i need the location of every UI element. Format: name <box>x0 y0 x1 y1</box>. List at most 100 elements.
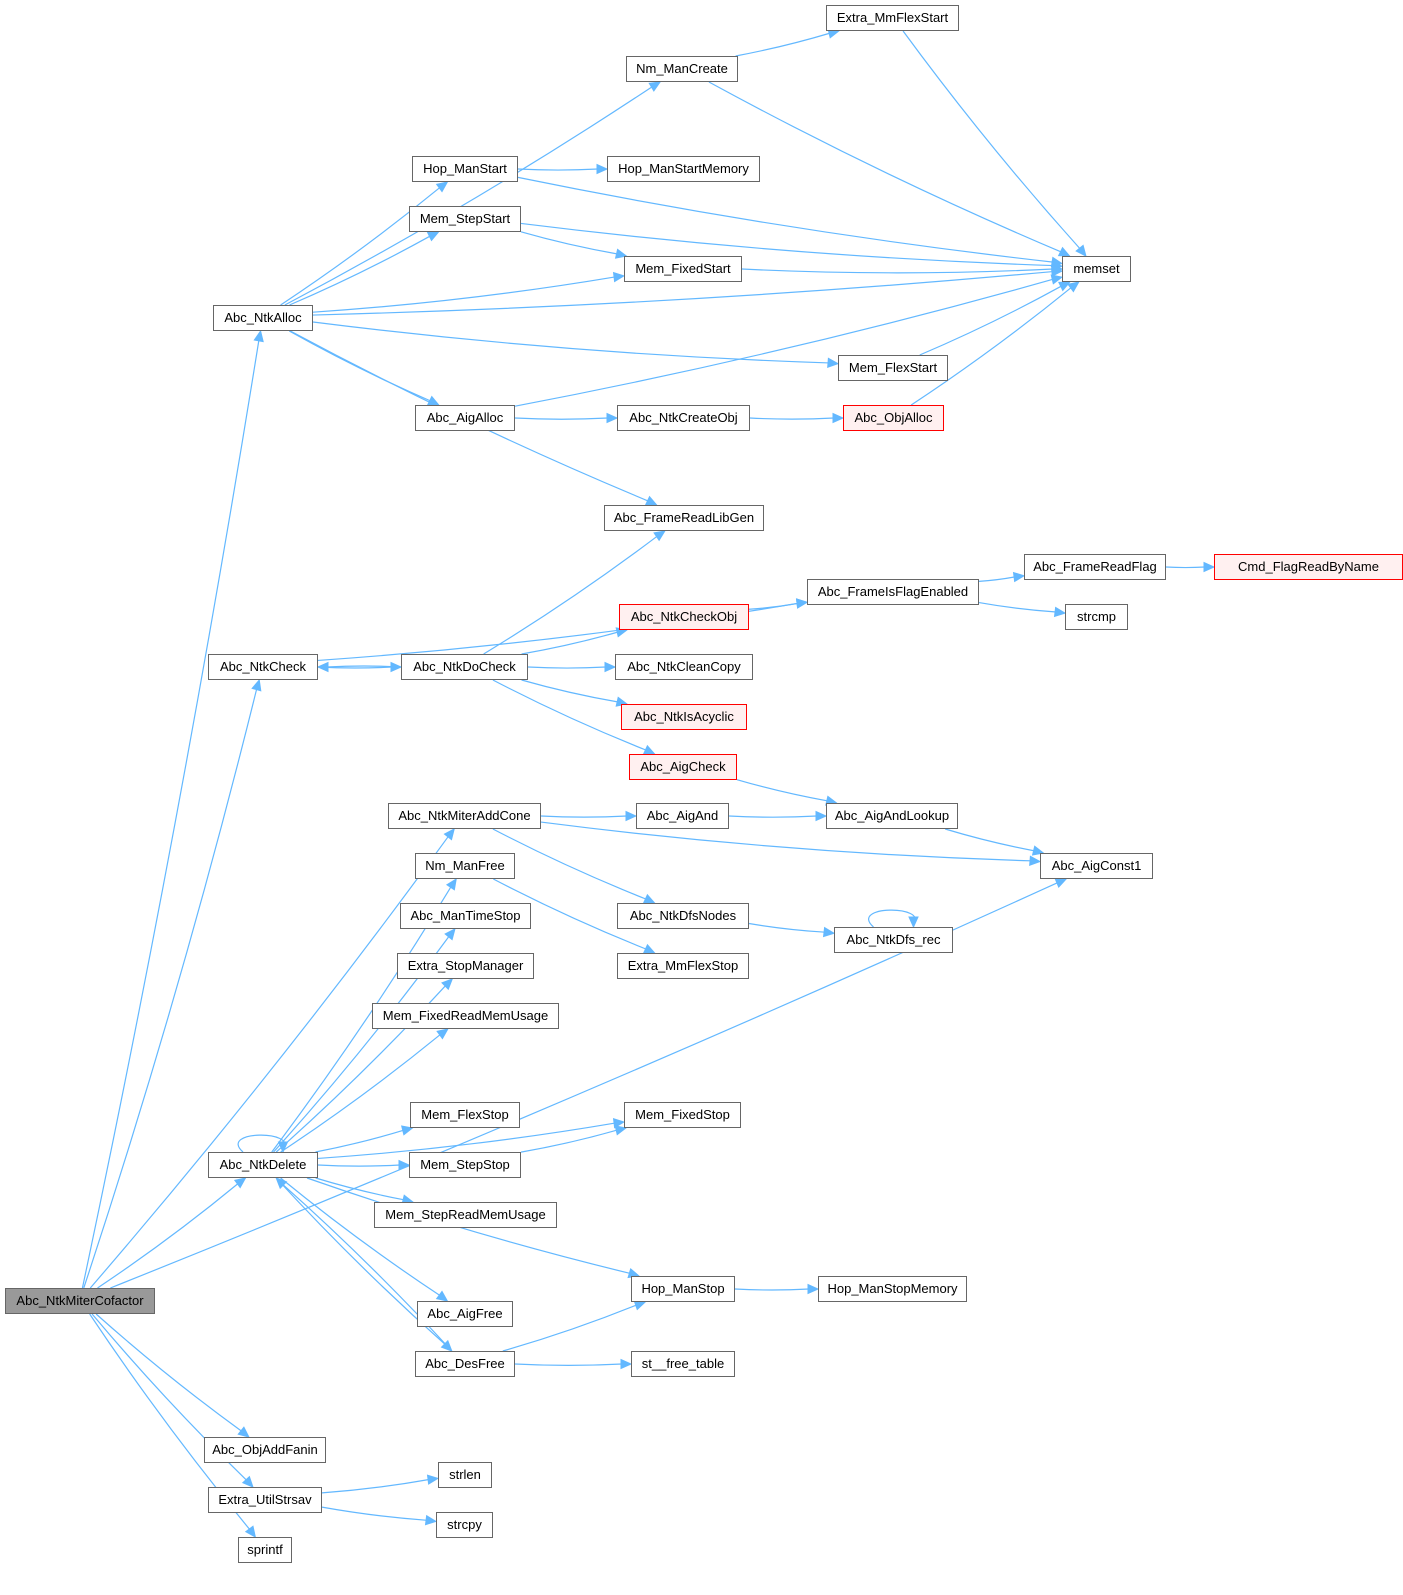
arrowhead-icon <box>1053 606 1067 618</box>
arrowhead-icon <box>435 1290 449 1302</box>
node-strcmp[interactable]: strcmp <box>1065 604 1128 630</box>
node-mem-stepstop[interactable]: Mem_StepStop <box>409 1152 521 1178</box>
edge-abc-aigcheck-to-abc-aigandlookup <box>736 779 828 802</box>
arrowhead-icon <box>612 271 626 283</box>
node-abc-framereadlibgen[interactable]: Abc_FrameReadLibGen <box>604 505 764 531</box>
arrowhead-icon <box>237 1426 250 1438</box>
edge-extra-utilstrsav-to-strcpy <box>321 1506 428 1521</box>
arrowhead-icon <box>1075 244 1087 257</box>
node-hop-manstartmemory[interactable]: Hop_ManStartMemory <box>607 156 760 182</box>
node-strlen[interactable]: strlen <box>438 1462 492 1488</box>
arrowhead-icon <box>424 1514 438 1526</box>
edge-abc-ntkdocheck-to-abc-framereadlibgen <box>483 535 658 655</box>
node-abc-framereadflag[interactable]: Abc_FrameReadFlag <box>1024 554 1166 580</box>
arrowhead-icon <box>642 943 656 954</box>
edge-abc-ntkalloc-to-abc-aigalloc <box>288 330 431 402</box>
node-abc-ntkmiteraddcone[interactable]: Abc_NtkMiterAddCone <box>388 803 541 829</box>
node-abc-aigfree[interactable]: Abc_AigFree <box>417 1301 513 1327</box>
node-extra-utilstrsav[interactable]: Extra_UtilStrsav <box>208 1487 322 1513</box>
edge-abc-desfree-to-st--free-table <box>514 1363 623 1366</box>
node-abc-ntkalloc[interactable]: Abc_NtkAlloc <box>213 305 313 331</box>
arrowhead-icon <box>648 81 662 92</box>
node-abc-ntkdelete[interactable]: Abc_NtkDelete <box>208 1152 318 1178</box>
arrowhead-icon <box>633 1300 647 1311</box>
edge-abc-frameisflagenabled-to-abc-framereadflag <box>978 576 1016 582</box>
edge-abc-aigalloc-to-abc-ntkcreateobj <box>514 417 609 420</box>
node-abc-ntkdocheck[interactable]: Abc_NtkDoCheck <box>401 654 528 680</box>
node-abc-frameisflagenabled[interactable]: Abc_FrameIsFlagEnabled <box>807 579 979 605</box>
edge-hop-manstart-to-hop-manstartmemory <box>517 168 599 171</box>
edge-abc-ntkdelete-to-mem-stepstop <box>317 1164 401 1167</box>
edge-abc-ntkmitercofactor-to-abc-ntkcheck <box>83 688 258 1289</box>
edge-abc-aigandlookup-to-abc-aigconst1 <box>944 828 1035 852</box>
arrowhead-icon <box>606 412 619 424</box>
node-abc-ntkdfsnodes[interactable]: Abc_NtkDfsNodes <box>617 903 749 929</box>
node-abc-mantimestop[interactable]: Abc_ManTimeStop <box>400 903 531 929</box>
node-abc-ntkisacyclic[interactable]: Abc_NtkIsAcyclic <box>621 704 747 730</box>
node-memset[interactable]: memset <box>1062 256 1131 282</box>
arrowhead-icon <box>908 916 919 929</box>
edge-abc-ntkdocheck-to-abc-ntkisacyclic <box>521 679 619 703</box>
edge-mem-stepstart-to-memset <box>520 222 1054 267</box>
arrowhead-icon <box>1012 571 1026 583</box>
node-nm-manfree[interactable]: Nm_ManFree <box>415 853 515 879</box>
arrowhead-icon <box>653 530 666 542</box>
arrowhead-icon <box>253 329 264 343</box>
node-extra-mmflexstop[interactable]: Extra_MmFlexStop <box>617 953 749 979</box>
arrowhead-icon <box>398 1159 411 1171</box>
node-sprintf[interactable]: sprintf <box>238 1537 292 1563</box>
node-abc-aigconst1[interactable]: Abc_AigConst1 <box>1040 853 1153 879</box>
node-abc-aigandlookup[interactable]: Abc_AigAndLookup <box>826 803 958 829</box>
node-mem-flexstart[interactable]: Mem_FlexStart <box>838 355 948 381</box>
node-abc-ntkcheck[interactable]: Abc_NtkCheck <box>208 654 318 680</box>
arrowhead-icon <box>642 893 656 904</box>
arrowhead-icon <box>1051 263 1064 275</box>
node-strcpy[interactable]: strcpy <box>436 1512 493 1538</box>
edge-abc-objalloc-to-memset <box>910 286 1072 406</box>
edge-nm-mancreate-to-extra-mmflexstart <box>735 32 831 57</box>
node-mem-fixedstop[interactable]: Mem_FixedStop <box>624 1102 741 1128</box>
edge-abc-ntkmitercofactor-to-abc-ntkalloc <box>81 339 260 1289</box>
edge-abc-ntkdelete-to-abc-aigfree <box>280 1177 441 1297</box>
node-extra-stopmanager[interactable]: Extra_StopManager <box>397 953 534 979</box>
node-abc-ntkdfs-rec[interactable]: Abc_NtkDfs_rec <box>834 927 953 953</box>
node-hop-manstart[interactable]: Hop_ManStart <box>412 156 518 182</box>
arrowhead-icon <box>426 231 440 242</box>
edge-abc-ntkdelete-to-mem-stepreadmemusage <box>315 1177 405 1201</box>
node-abc-aigalloc[interactable]: Abc_AigAlloc <box>415 405 515 431</box>
node-abc-objaddfanin[interactable]: Abc_ObjAddFanin <box>204 1437 326 1463</box>
arrowhead-icon <box>1054 878 1068 888</box>
arrowhead-icon <box>1031 845 1045 856</box>
node-abc-aigand[interactable]: Abc_AigAnd <box>636 803 729 829</box>
node-nm-mancreate[interactable]: Nm_ManCreate <box>626 56 738 82</box>
edge-abc-framereadflag-to-cmd-flagreadbyname <box>1165 566 1206 569</box>
node-abc-ntkcleancopy[interactable]: Abc_NtkCleanCopy <box>615 654 753 680</box>
node-mem-stepstart[interactable]: Mem_StepStart <box>409 206 521 232</box>
node-mem-fixedstart[interactable]: Mem_FixedStart <box>624 256 742 282</box>
node-abc-ntkcreateobj[interactable]: Abc_NtkCreateObj <box>617 405 750 431</box>
node-mem-flexstop[interactable]: Mem_FlexStop <box>410 1102 520 1128</box>
arrowhead-icon <box>1058 281 1071 292</box>
node-hop-manstop[interactable]: Hop_ManStop <box>631 1276 735 1302</box>
arrowhead-icon <box>436 1028 449 1040</box>
edge-hop-manstart-to-memset <box>517 176 1054 263</box>
node-extra-mmflexstart[interactable]: Extra_MmFlexStart <box>826 5 959 31</box>
arrowhead-icon <box>1029 855 1042 866</box>
node-abc-aigcheck[interactable]: Abc_AigCheck <box>629 754 737 780</box>
arrowhead-icon <box>815 810 828 822</box>
node-mem-stepreadmemusage[interactable]: Mem_StepReadMemUsage <box>374 1202 557 1228</box>
edge-abc-ntkdelete-to-mem-flexstop <box>315 1129 404 1153</box>
node-mem-fixedreadmemusage[interactable]: Mem_FixedReadMemUsage <box>372 1003 559 1029</box>
arrowhead-icon <box>596 163 609 175</box>
node-abc-objalloc[interactable]: Abc_ObjAlloc <box>843 405 944 431</box>
edge-abc-ntkdfs-rec-to-abc-ntkdfs-rec <box>868 909 916 928</box>
edge-abc-ntkalloc-to-mem-flexstart <box>312 321 830 364</box>
node-cmd-flagreadbyname[interactable]: Cmd_FlagReadByName <box>1214 554 1403 580</box>
edge-abc-ntkmiteraddcone-to-abc-aigconst1 <box>540 821 1032 862</box>
edge-abc-aigand-to-abc-aigandlookup <box>728 815 818 818</box>
node-st--free-table[interactable]: st__free_table <box>631 1351 735 1377</box>
arrowhead-icon <box>1203 561 1216 573</box>
node-hop-manstopmemory[interactable]: Hop_ManStopMemory <box>818 1276 967 1302</box>
node-abc-desfree[interactable]: Abc_DesFree <box>415 1351 515 1377</box>
node-abc-ntkcheckobj[interactable]: Abc_NtkCheckObj <box>619 604 749 630</box>
